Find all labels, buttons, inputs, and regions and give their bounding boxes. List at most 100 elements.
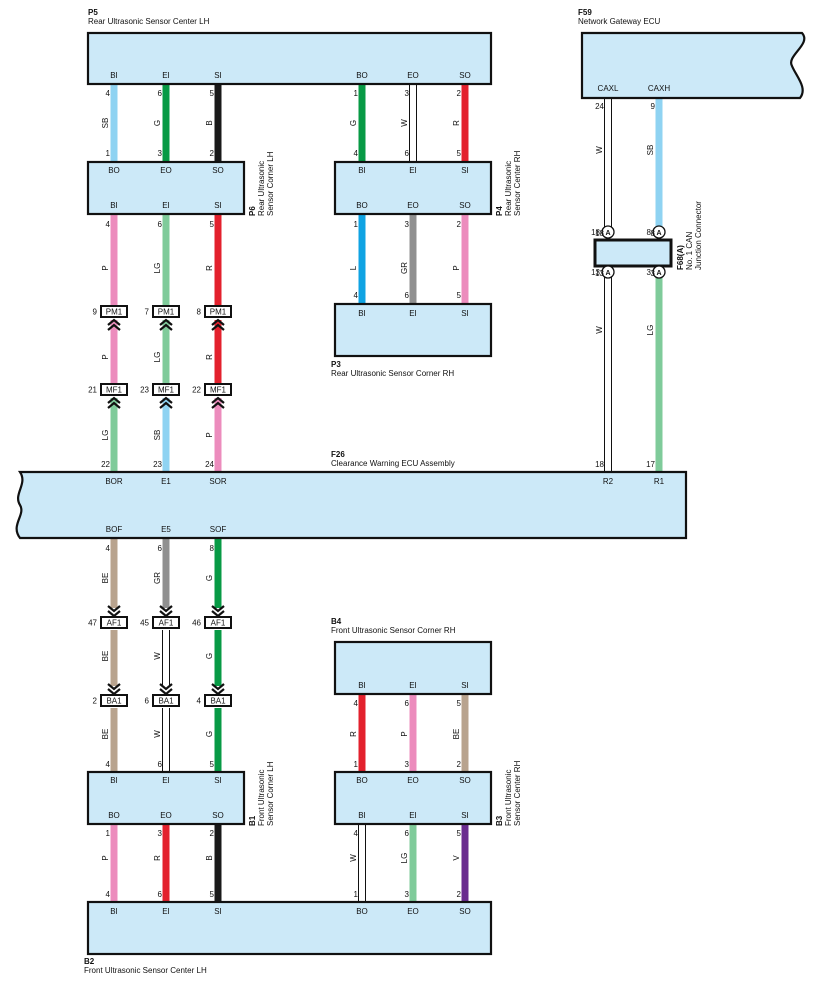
ba1-connector-3-pin: 4 bbox=[197, 697, 202, 706]
f26-terminal-top: E1 bbox=[161, 477, 171, 486]
ba1-connector-2-label: BA1 bbox=[158, 697, 174, 706]
f59-terminal: CAXL bbox=[598, 84, 619, 93]
b2-name: Front Ultrasonic Sensor Center LH bbox=[84, 966, 207, 975]
ba1-b1-color-1: BE bbox=[101, 729, 110, 740]
f26-af1-color-3: G bbox=[205, 575, 214, 581]
b1-name-line: Sensor Corner LH bbox=[266, 761, 275, 826]
p3-terminal: SI bbox=[461, 309, 469, 318]
p6-pm1-color-3: R bbox=[205, 265, 214, 271]
f59-code: F59 bbox=[578, 8, 592, 17]
p4-terminal-bottom: BO bbox=[356, 201, 368, 210]
b3-b2-pin-a-2: 6 bbox=[405, 829, 410, 838]
af1-ba1-color-2: W bbox=[153, 652, 162, 660]
mf1-connector-3-label: MF1 bbox=[210, 386, 227, 395]
p6-pm1-color-1: P bbox=[101, 265, 110, 270]
ba1-connector-1-pin: 2 bbox=[93, 697, 98, 706]
b2-terminal-BI: BI bbox=[110, 907, 118, 916]
front-sensor-center-lh-box bbox=[86, 900, 493, 956]
p4-terminal-bottom: SO bbox=[459, 201, 471, 210]
p5-p6-color-1: SB bbox=[101, 118, 110, 129]
wires-layer bbox=[110, 84, 663, 902]
p6-name-line: Rear Ultrasonic bbox=[257, 161, 266, 216]
b4-terminal: BI bbox=[358, 681, 366, 690]
circle-letter-icon-letter: A bbox=[605, 270, 610, 277]
f59-f68-color-2: SB bbox=[646, 145, 655, 156]
p5-p6-pin-a-2: 6 bbox=[158, 89, 163, 98]
b4-b3-pin-b-1: 1 bbox=[354, 760, 359, 769]
pm1-connector-3-label: PM1 bbox=[210, 308, 227, 317]
p4-terminal-top: BI bbox=[358, 166, 366, 175]
ba1-b1-pin-b-1: 4 bbox=[106, 760, 111, 769]
f68-name-line: Junction Connector bbox=[694, 201, 703, 270]
p4-terminal-top: EI bbox=[409, 166, 417, 175]
f26-terminal-top: R2 bbox=[603, 477, 614, 486]
p5-p4-color-2: W bbox=[400, 119, 409, 127]
ba1-connector-1-label: BA1 bbox=[106, 697, 122, 706]
af1-connector-1-pin: 47 bbox=[88, 619, 97, 628]
b1-b2-color-1: P bbox=[101, 855, 110, 860]
p4-name-line: Rear Ultrasonic bbox=[504, 161, 513, 216]
p6-terminal-bottom: EI bbox=[162, 201, 170, 210]
b4-b3-color-1: R bbox=[349, 731, 358, 737]
f59-f68-pin-a-1: 24 bbox=[595, 102, 604, 111]
b4-b3-pin-a-2: 6 bbox=[405, 699, 410, 708]
b3-b2-color-1: W bbox=[349, 854, 358, 862]
f68-code: F68(A) bbox=[676, 245, 685, 270]
clearance-warning-ecu-box bbox=[15, 470, 688, 540]
f26-terminal-top: SOR bbox=[209, 477, 227, 486]
p5-terminal-EO: EO bbox=[407, 71, 419, 80]
chevron-double-icon bbox=[107, 396, 121, 409]
junction-pin-br: 3 bbox=[647, 268, 652, 277]
b4-code: B4 bbox=[331, 617, 342, 626]
b3-terminal-top: BO bbox=[356, 776, 368, 785]
chevron-double-icon bbox=[211, 318, 225, 331]
p4-terminal-top: SI bbox=[461, 166, 469, 175]
circle-letter-icon bbox=[652, 265, 666, 279]
p3-terminal: EI bbox=[409, 309, 417, 318]
b1-terminal-bottom: EO bbox=[160, 811, 172, 820]
circle-letter-icon bbox=[601, 265, 615, 279]
p6-terminal-top: BO bbox=[108, 166, 120, 175]
front-sensor-corner-lh-box bbox=[86, 770, 246, 826]
b4-terminal: SI bbox=[461, 681, 469, 690]
pm1-connector-2-pin: 7 bbox=[145, 308, 150, 317]
p4-p3-color-1: L bbox=[349, 265, 358, 270]
b4-b3-color-3: BE bbox=[452, 729, 461, 740]
front-sensor-center-rh-box bbox=[333, 770, 493, 826]
f59-terminal: CAXH bbox=[648, 84, 670, 93]
f68-f26-color-2: LG bbox=[646, 325, 655, 336]
circle-letter-icon bbox=[601, 225, 615, 239]
b4-b3-color-2: P bbox=[400, 731, 409, 736]
chevron-double-icon bbox=[159, 396, 173, 409]
mf1-connector-1-label: MF1 bbox=[106, 386, 123, 395]
af1-connector-2-pin: 45 bbox=[140, 619, 149, 628]
p4-p3-pin-b-3: 5 bbox=[457, 291, 462, 300]
ba1-b1-pin-b-2: 6 bbox=[158, 760, 163, 769]
ba1-connector-3-label: BA1 bbox=[210, 697, 226, 706]
b2-terminal-EO: EO bbox=[407, 907, 419, 916]
rear-sensor-center-rh-box bbox=[333, 160, 493, 216]
b3-b2-color-2: LG bbox=[400, 853, 409, 864]
b1-terminal-bottom: BO bbox=[108, 811, 120, 820]
b3-b2-pin-b-1: 1 bbox=[354, 890, 359, 899]
mf1-f26-color-2: SB bbox=[153, 430, 162, 441]
f68-f26-pin-b-1: 18 bbox=[595, 460, 604, 469]
b1-code: B1 bbox=[248, 815, 257, 826]
p5-terminal-SO: SO bbox=[459, 71, 471, 80]
b1-b2-color-2: R bbox=[153, 855, 162, 861]
af1-connector-2-box bbox=[152, 616, 180, 629]
pm1-mf1-color-3: R bbox=[205, 354, 214, 360]
mf1-connector-3-pin: 22 bbox=[192, 386, 201, 395]
af1-connector-2-label: AF1 bbox=[159, 619, 174, 628]
b1-terminal-top: SI bbox=[214, 776, 222, 785]
f26-name: Clearance Warning ECU Assembly bbox=[331, 459, 455, 468]
b3-terminal-top: EO bbox=[407, 776, 419, 785]
b4-name: Front Ultrasonic Sensor Corner RH bbox=[331, 626, 456, 635]
pm1-connector-1-label: PM1 bbox=[106, 308, 123, 317]
p5-p4-pin-a-3: 2 bbox=[457, 89, 462, 98]
junction-pin-tl: 18 bbox=[591, 228, 600, 237]
f68-f26-color-1: W bbox=[595, 326, 604, 334]
